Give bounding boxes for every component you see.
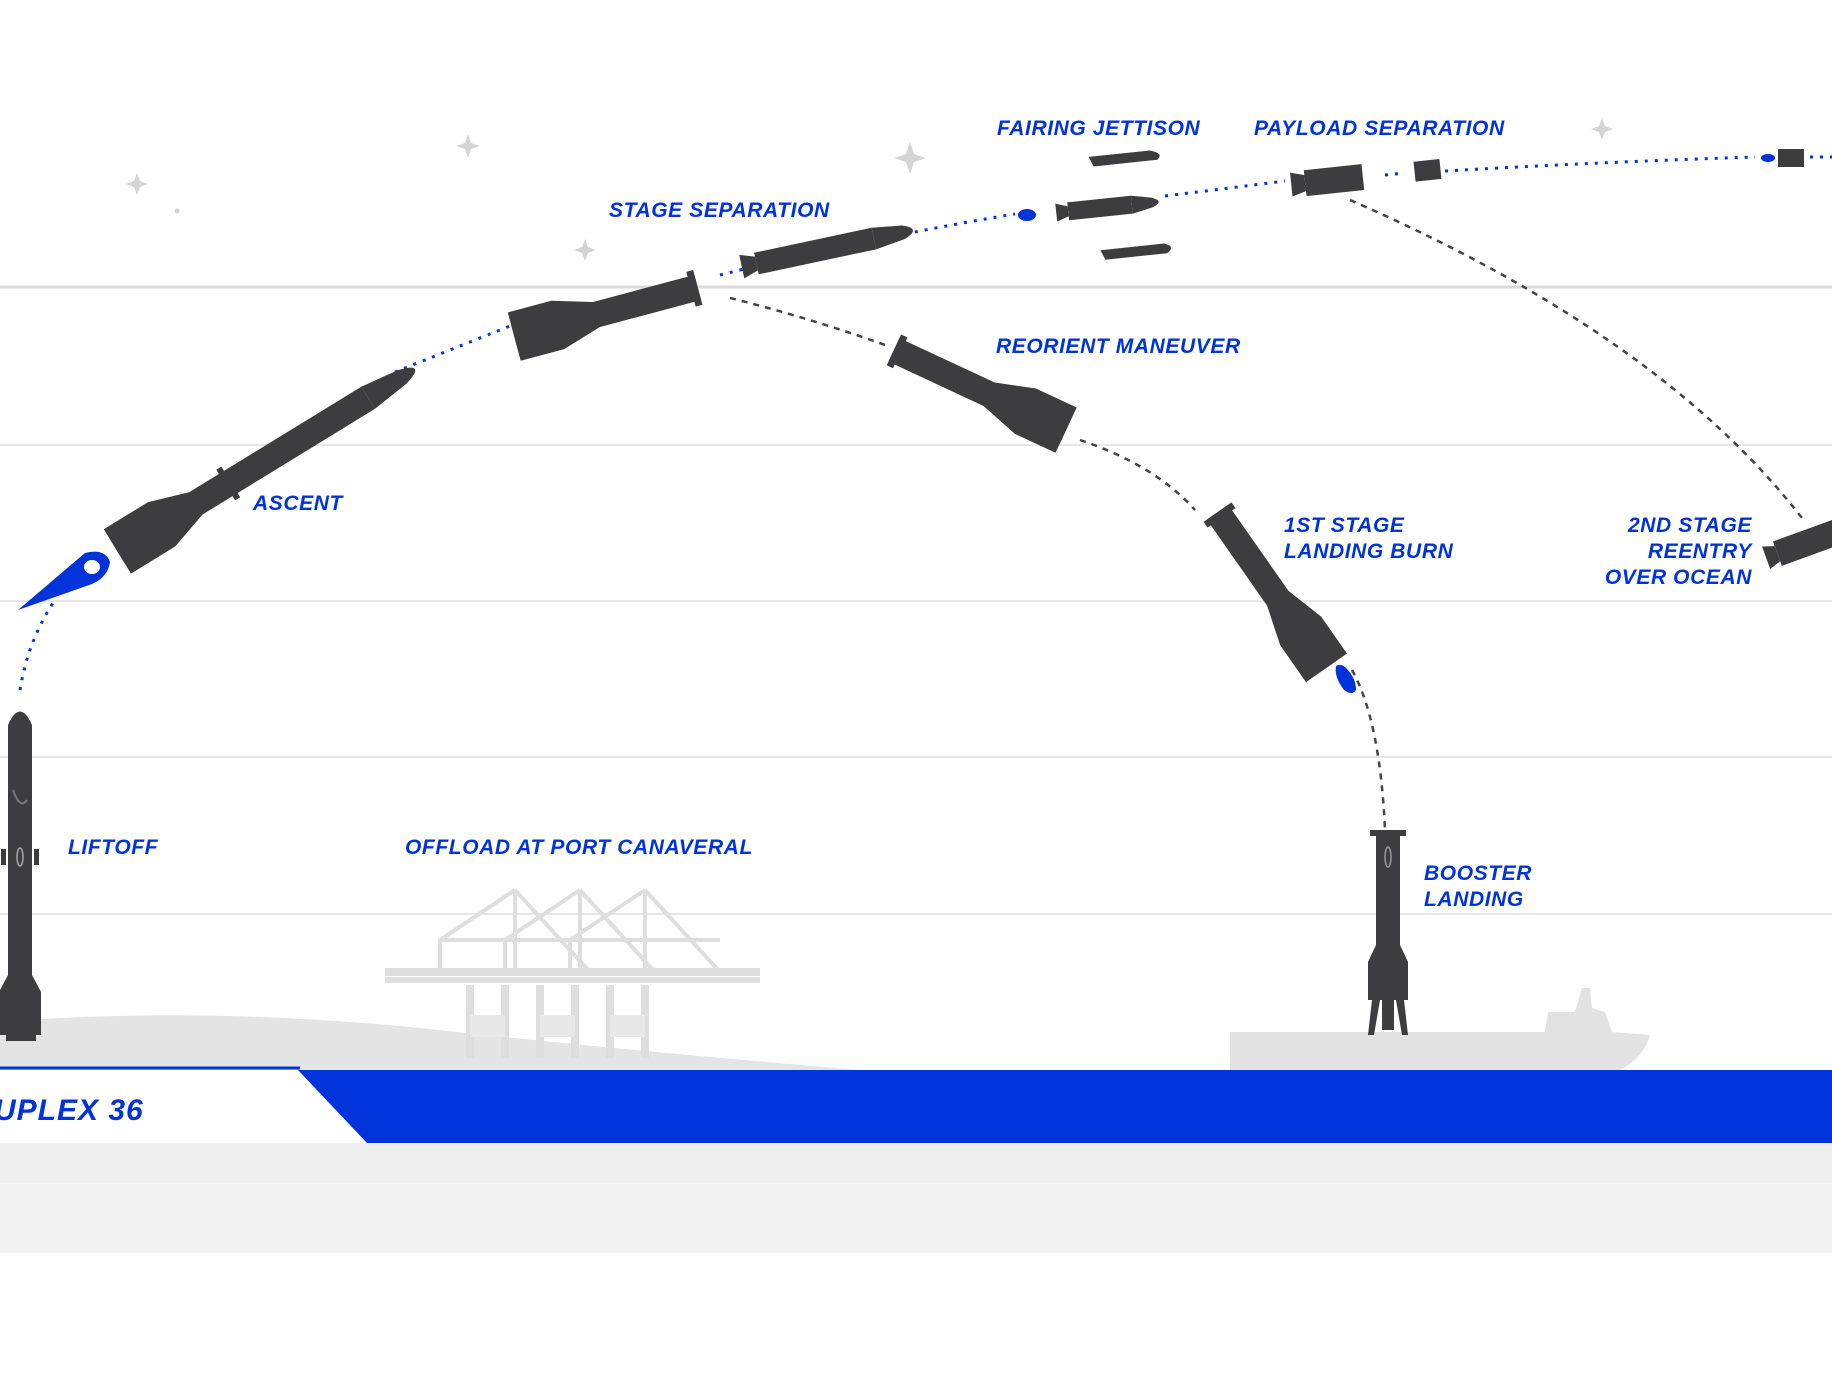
- coastline-ground: [0, 1015, 860, 1070]
- booster-reorient: [886, 334, 1077, 453]
- landing-burn-flame-icon: [1335, 664, 1356, 693]
- label-booster-landing-line1: BOOSTER: [1424, 862, 1532, 885]
- rocket-liftoff: [0, 711, 41, 1041]
- label-offload: OFFLOAD AT PORT CANAVERAL: [405, 836, 753, 859]
- star-icons: [126, 118, 1613, 261]
- label-first-stage-line2: LANDING BURN: [1284, 540, 1454, 563]
- booster-landing-burn: [1203, 502, 1347, 683]
- label-payload-separation: PAYLOAD SEPARATION: [1254, 117, 1505, 140]
- rocket-ascent: [103, 367, 416, 574]
- port-cranes: [385, 888, 760, 1058]
- payload-distant: [1778, 149, 1804, 167]
- label-first-stage-line1: 1ST STAGE: [1284, 514, 1405, 537]
- ascent-trajectory: [18, 155, 1832, 691]
- label-reorient-maneuver: REORIENT MANEUVER: [996, 335, 1241, 358]
- label-ascent: ASCENT: [252, 492, 345, 515]
- payload-separation-vehicle: [1289, 158, 1442, 197]
- drone-ship: [1230, 988, 1650, 1070]
- launch-band: [0, 1070, 1832, 1143]
- altitude-lines: [0, 285, 1832, 915]
- first-stage-separating: [507, 270, 703, 361]
- label-second-stage-line3: OVER OCEAN: [1605, 566, 1752, 589]
- second-stage-reentry: [1762, 517, 1832, 570]
- return-trajectories: [729, 198, 1803, 831]
- label-liftoff: LIFTOFF: [68, 836, 159, 859]
- label-second-stage-line1: 2ND STAGE: [1627, 514, 1752, 537]
- label-booster-landing-line2: LANDING: [1424, 888, 1524, 911]
- label-fairing-jettison: FAIRING JETTISON: [997, 117, 1201, 140]
- fairing-jettison-vehicle: [1055, 150, 1172, 260]
- label-stage-separation: STAGE SEPARATION: [609, 199, 830, 222]
- second-stage-with-fairing: [739, 225, 913, 279]
- label-second-stage-line2: REENTRY: [1648, 540, 1754, 563]
- launch-pad-label: UPLEX 36: [0, 1094, 144, 1127]
- booster-landed: [1368, 830, 1408, 1035]
